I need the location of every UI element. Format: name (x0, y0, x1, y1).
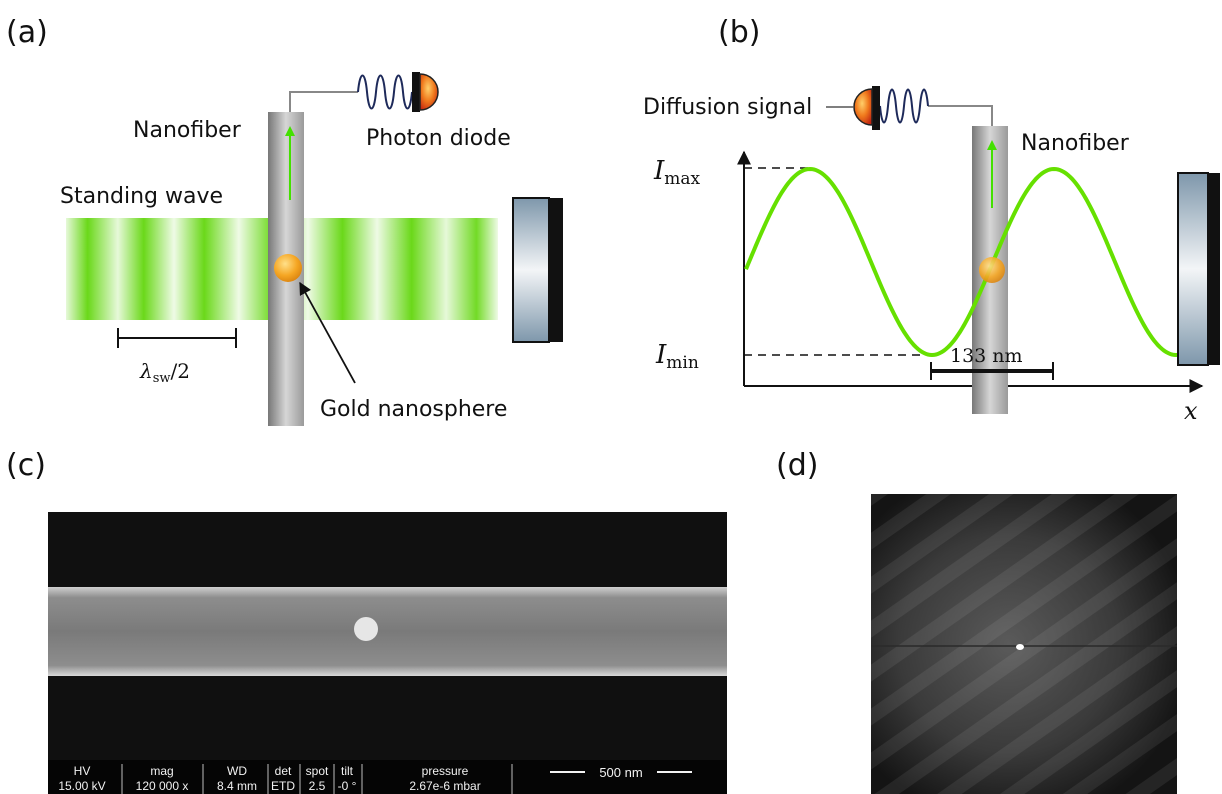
coil-icon-b (879, 88, 929, 124)
mirror-b (1177, 172, 1209, 366)
diffusion-signal-label: Diffusion signal (643, 95, 812, 120)
imin-label: Imin (655, 340, 699, 373)
nanofiber-label-b: Nanofiber (1021, 131, 1130, 156)
photon-diode-icon-b (853, 88, 873, 126)
sem-header-det: det (275, 764, 292, 778)
pointer-arrow-a (299, 281, 356, 384)
sem-gold-particle (354, 617, 378, 641)
interference-stripes (871, 494, 1177, 794)
panel-d: (d) (776, 448, 1177, 794)
scale-bar-label: 500 nm (599, 765, 642, 780)
spacing-bar (930, 362, 1054, 380)
sem-value-pressure: 2.67e-6 mbar (409, 779, 480, 793)
scattering-spot (1016, 644, 1024, 650)
fiber-lead-a (289, 91, 358, 112)
panel-a-label: (a) (6, 15, 48, 50)
sem-header-mag: mag (150, 764, 173, 778)
panel-c: (c) HV mag WD det spot tilt pressure 15.… (6, 448, 727, 794)
sem-value-mag: 120 000 x (136, 779, 189, 793)
sem-nanofiber (48, 587, 727, 676)
panel-b: (b) x Imax Imin 133 nm Diffusion signal … (643, 15, 1220, 425)
sem-value-spot: 2.5 (309, 779, 326, 793)
photon-diode-label: Photon diode (366, 126, 511, 151)
standing-wave-label: Standing wave (60, 184, 223, 209)
panel-b-label: (b) (718, 15, 760, 50)
spacing-label: 133 nm (950, 345, 1023, 367)
mirror-a (512, 197, 550, 343)
gold-nanosphere-label: Gold nanosphere (320, 397, 507, 422)
sem-value-wd: 8.4 mm (217, 779, 257, 793)
gold-nanosphere-icon-b (979, 257, 1005, 283)
mirror-back-a (549, 198, 563, 342)
sem-header-pressure: pressure (422, 764, 469, 778)
sem-header-spot: spot (306, 764, 329, 778)
panel-d-label: (d) (776, 448, 818, 483)
nanofiber-label-a: Nanofiber (133, 118, 242, 143)
panel-c-label: (c) (6, 448, 46, 483)
photon-diode-icon-a (419, 73, 439, 111)
sem-header-wd: WD (227, 764, 247, 778)
coil-icon-a (357, 74, 413, 110)
sem-header-tilt: tilt (341, 764, 354, 778)
sem-values: 15.00 kV 120 000 x 8.4 mm ETD 2.5 -0 ° 2… (58, 779, 480, 793)
sem-value-det: ETD (271, 779, 295, 793)
gold-nanosphere-icon-a (274, 254, 302, 282)
half-wavelength-label: λsw/2 (139, 359, 190, 386)
half-wavelength-bar (117, 328, 237, 348)
fiber-lead-b (928, 105, 993, 126)
sem-header-hv: HV (74, 764, 91, 778)
diode-base-a (412, 72, 420, 112)
x-axis-label: x (1184, 397, 1198, 425)
sem-info-bar: HV mag WD det spot tilt pressure 15.00 k… (48, 760, 727, 794)
sem-value-hv: 15.00 kV (58, 779, 105, 793)
sem-value-tilt: -0 ° (338, 779, 357, 793)
sem-headers: HV mag WD det spot tilt pressure (74, 764, 469, 778)
diode-base-b (872, 86, 880, 130)
intensity-curve (744, 166, 1179, 358)
imax-label: Imax (653, 156, 701, 189)
mirror-back-b (1208, 173, 1220, 365)
sem-dividers (121, 764, 513, 794)
panel-a: (a) Nanofiber Photon diode Standing wave… (6, 15, 563, 426)
